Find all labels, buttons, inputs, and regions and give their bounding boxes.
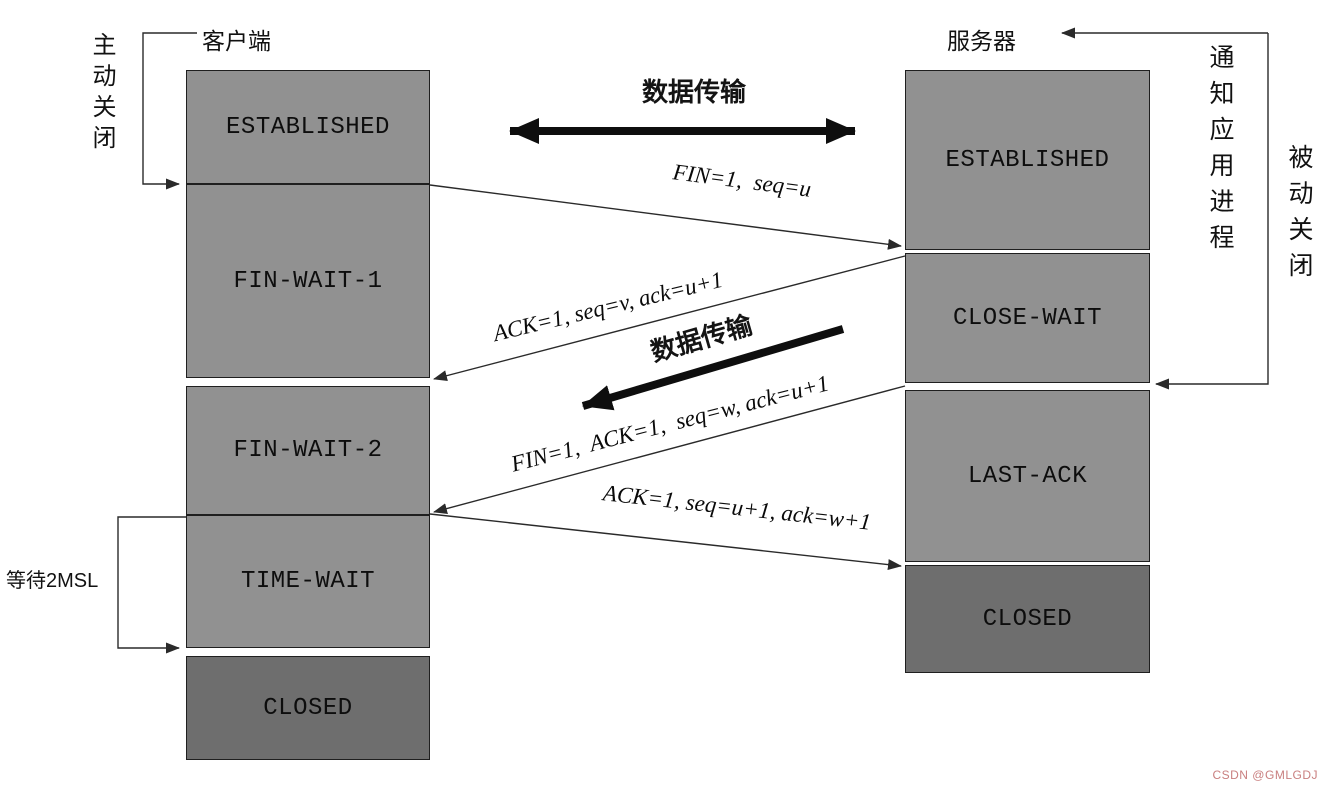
watermark: CSDN @GMLGDJ [1212,768,1318,782]
notify-app-label: 通知应用进程 [1206,44,1234,260]
wait-2msl-bracket [117,516,186,654]
server-state-closed: CLOSED [905,565,1150,673]
message-fin-ack-seq-w: FIN=1, ACK=1, seq=w, ack=u+1 [508,370,832,477]
client-state-closed: CLOSED [186,656,430,760]
server-state-close-wait: CLOSE-WAIT [905,253,1150,383]
wait-2msl-label: 等待2MSL [6,570,99,592]
fin-seq-u-arrow [429,184,902,250]
passive-close-label: 被动关闭 [1285,144,1313,288]
client-state-fin-wait-1: FIN-WAIT-1 [186,184,430,378]
server-state-established: ESTABLISHED [905,70,1150,250]
client-state-fin-wait-2: FIN-WAIT-2 [186,386,430,515]
client-title: 客户端 [202,28,271,54]
active-close-label: 主动关闭 [88,32,115,156]
client-state-established: ESTABLISHED [186,70,430,184]
server-state-last-ack: LAST-ACK [905,390,1150,562]
message-ack-seq-u1: ACK=1, seq=u+1, ack=w+1 [601,480,873,535]
data-transfer-mid-label: 数据传输 [647,309,756,368]
client-state-time-wait: TIME-WAIT [186,515,430,648]
server-title: 服务器 [947,28,1016,54]
message-fin-seq-u: FIN=1, seq=u [671,159,813,202]
data-transfer-top-label: 数据传输 [641,77,747,107]
